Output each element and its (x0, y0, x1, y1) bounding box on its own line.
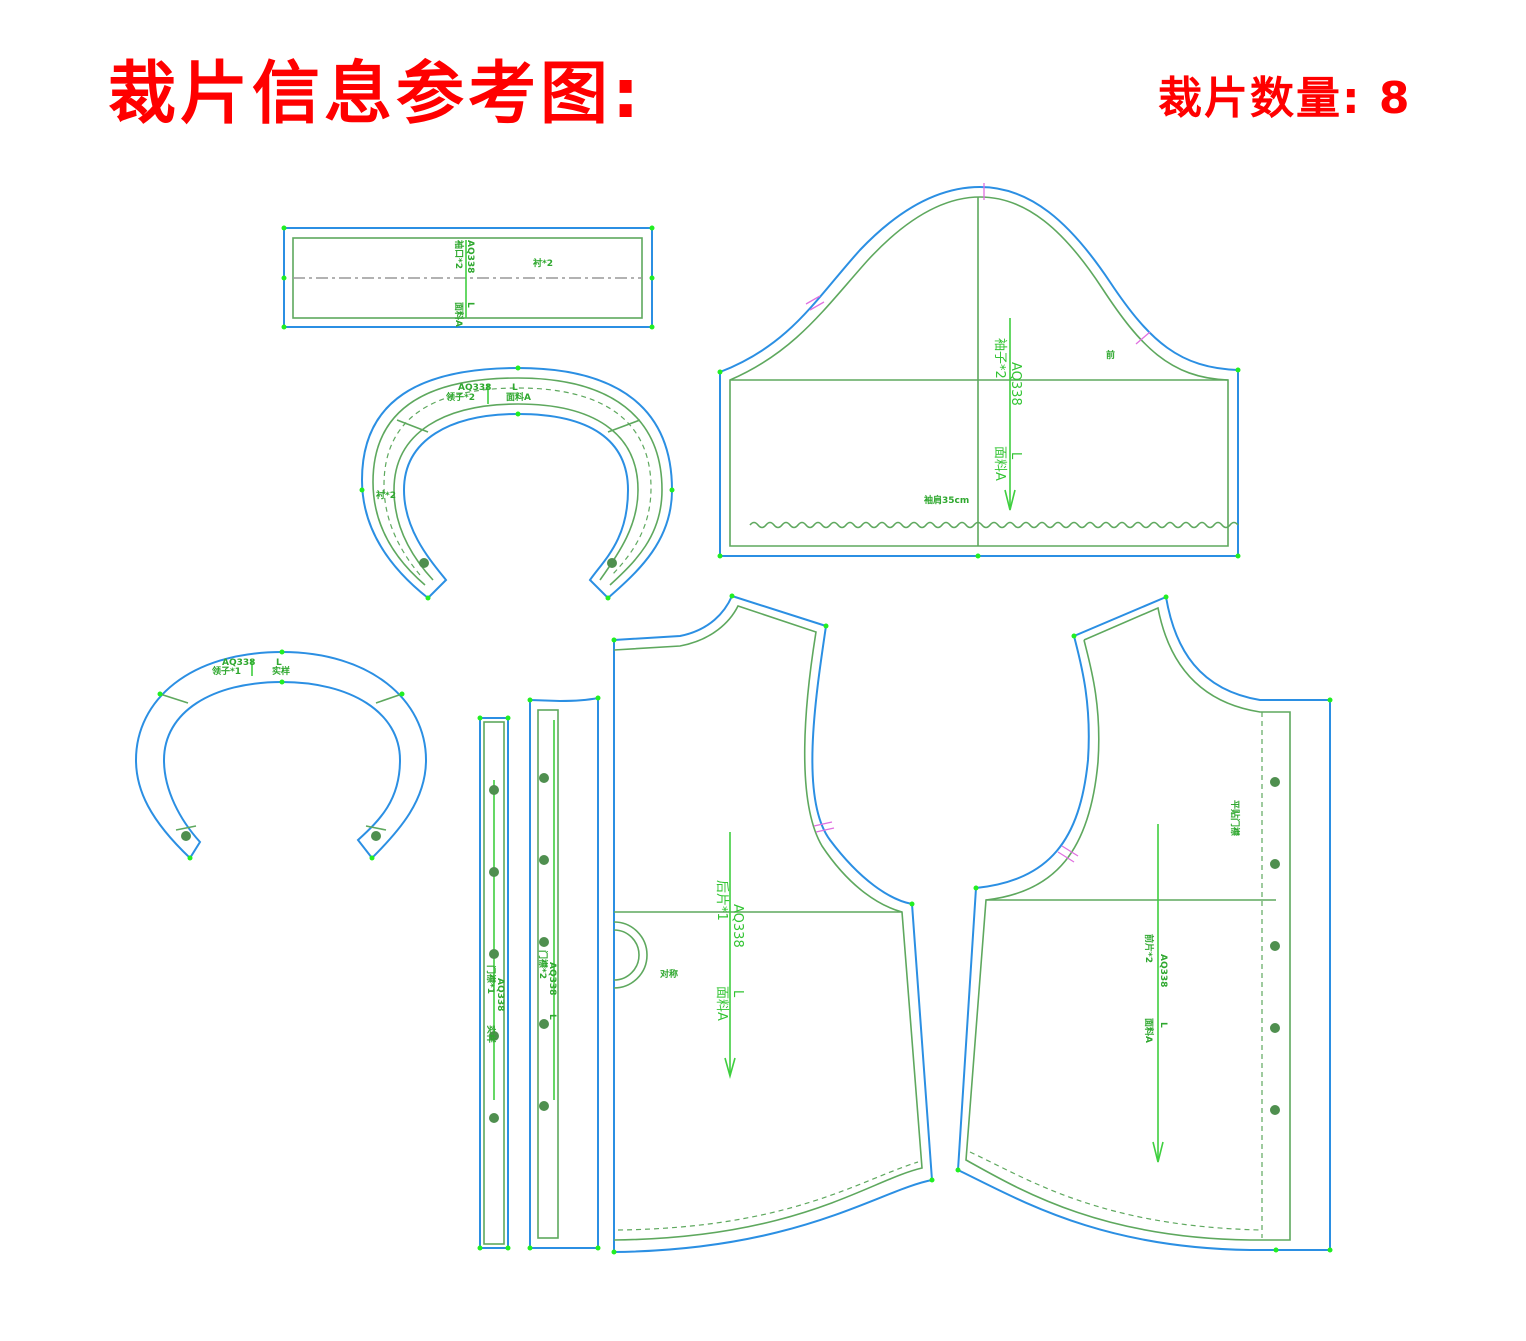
cuff-lining: 衬*2 (533, 257, 553, 269)
cuff-size: L (465, 302, 475, 308)
sleeve-front-mark: 前 (1106, 349, 1115, 361)
piece-collar-top: AQ338 领子*2 L 面料A 衬*2 (359, 365, 675, 601)
sleeve-fabric: 面料A (992, 446, 1007, 481)
front-fabric: 面料A (1143, 1018, 1155, 1043)
collar-under-size: L (276, 658, 282, 668)
sleeve-note: 袖肩35cm (923, 494, 969, 506)
sleeve-size: L (1008, 452, 1023, 460)
front-style: AQ338 (1158, 954, 1168, 987)
back-fabric: 面料A (714, 986, 729, 1021)
collar-top-size: L (512, 383, 518, 393)
placket-double-size: L (547, 1014, 557, 1020)
piece-placket-double: 门襟*2 AQ338 L (527, 695, 601, 1251)
back-note: 对称 (660, 968, 678, 980)
collar-top-name: 领子*2 (446, 391, 475, 403)
placket-single-fabric: 实样 (485, 1025, 497, 1043)
piece-front: 前片*2 面料A AQ338 L 平贴门襟 (955, 594, 1333, 1253)
collar-top-lining: 衬*2 (376, 489, 396, 501)
front-note: 平贴门襟 (1229, 800, 1241, 836)
piece-placket-single: 门襟*1 实样 AQ338 (477, 715, 511, 1251)
front-size: L (1158, 1022, 1168, 1028)
placket-double-name: 门襟*2 (537, 950, 549, 979)
placket-single-name: 门襟*1 (485, 965, 497, 994)
piece-sleeve: 袖子*2 面料A AQ338 L 袖肩35cm 前 (717, 183, 1241, 559)
collar-top-fabric: 面料A (506, 391, 531, 403)
front-name: 前片*2 (1143, 934, 1155, 963)
placket-double-style: AQ338 (547, 962, 557, 995)
cuff-fabric: 面料A (453, 302, 465, 327)
piece-collar-under: AQ338 领子*1 L 实样 (134, 649, 428, 861)
cuff-style: AQ338 (465, 240, 475, 273)
sleeve-name: 袖子*2 (992, 338, 1007, 379)
collar-under-fabric: 实样 (272, 665, 290, 677)
piece-cuff: 袖口*2 面料A AQ338 L 衬*2 (281, 225, 655, 330)
collar-under-style: AQ338 (222, 658, 255, 668)
piece-count: 裁片数量: 8 (1158, 73, 1412, 124)
collar-under-name: 领子*1 (212, 665, 241, 677)
back-name: 后片*1 (714, 880, 729, 921)
collar-top-style: AQ338 (458, 383, 491, 393)
cuff-name: 袖口*2 (453, 239, 465, 269)
piece-back: 后片*1 面料A AQ338 L 对称 (611, 593, 935, 1255)
back-style: AQ338 (730, 904, 745, 948)
sleeve-style: AQ338 (1008, 362, 1023, 406)
placket-single-style: AQ338 (495, 978, 505, 1011)
back-size: L (730, 990, 745, 998)
page-title: 裁片信息参考图: (108, 55, 644, 134)
